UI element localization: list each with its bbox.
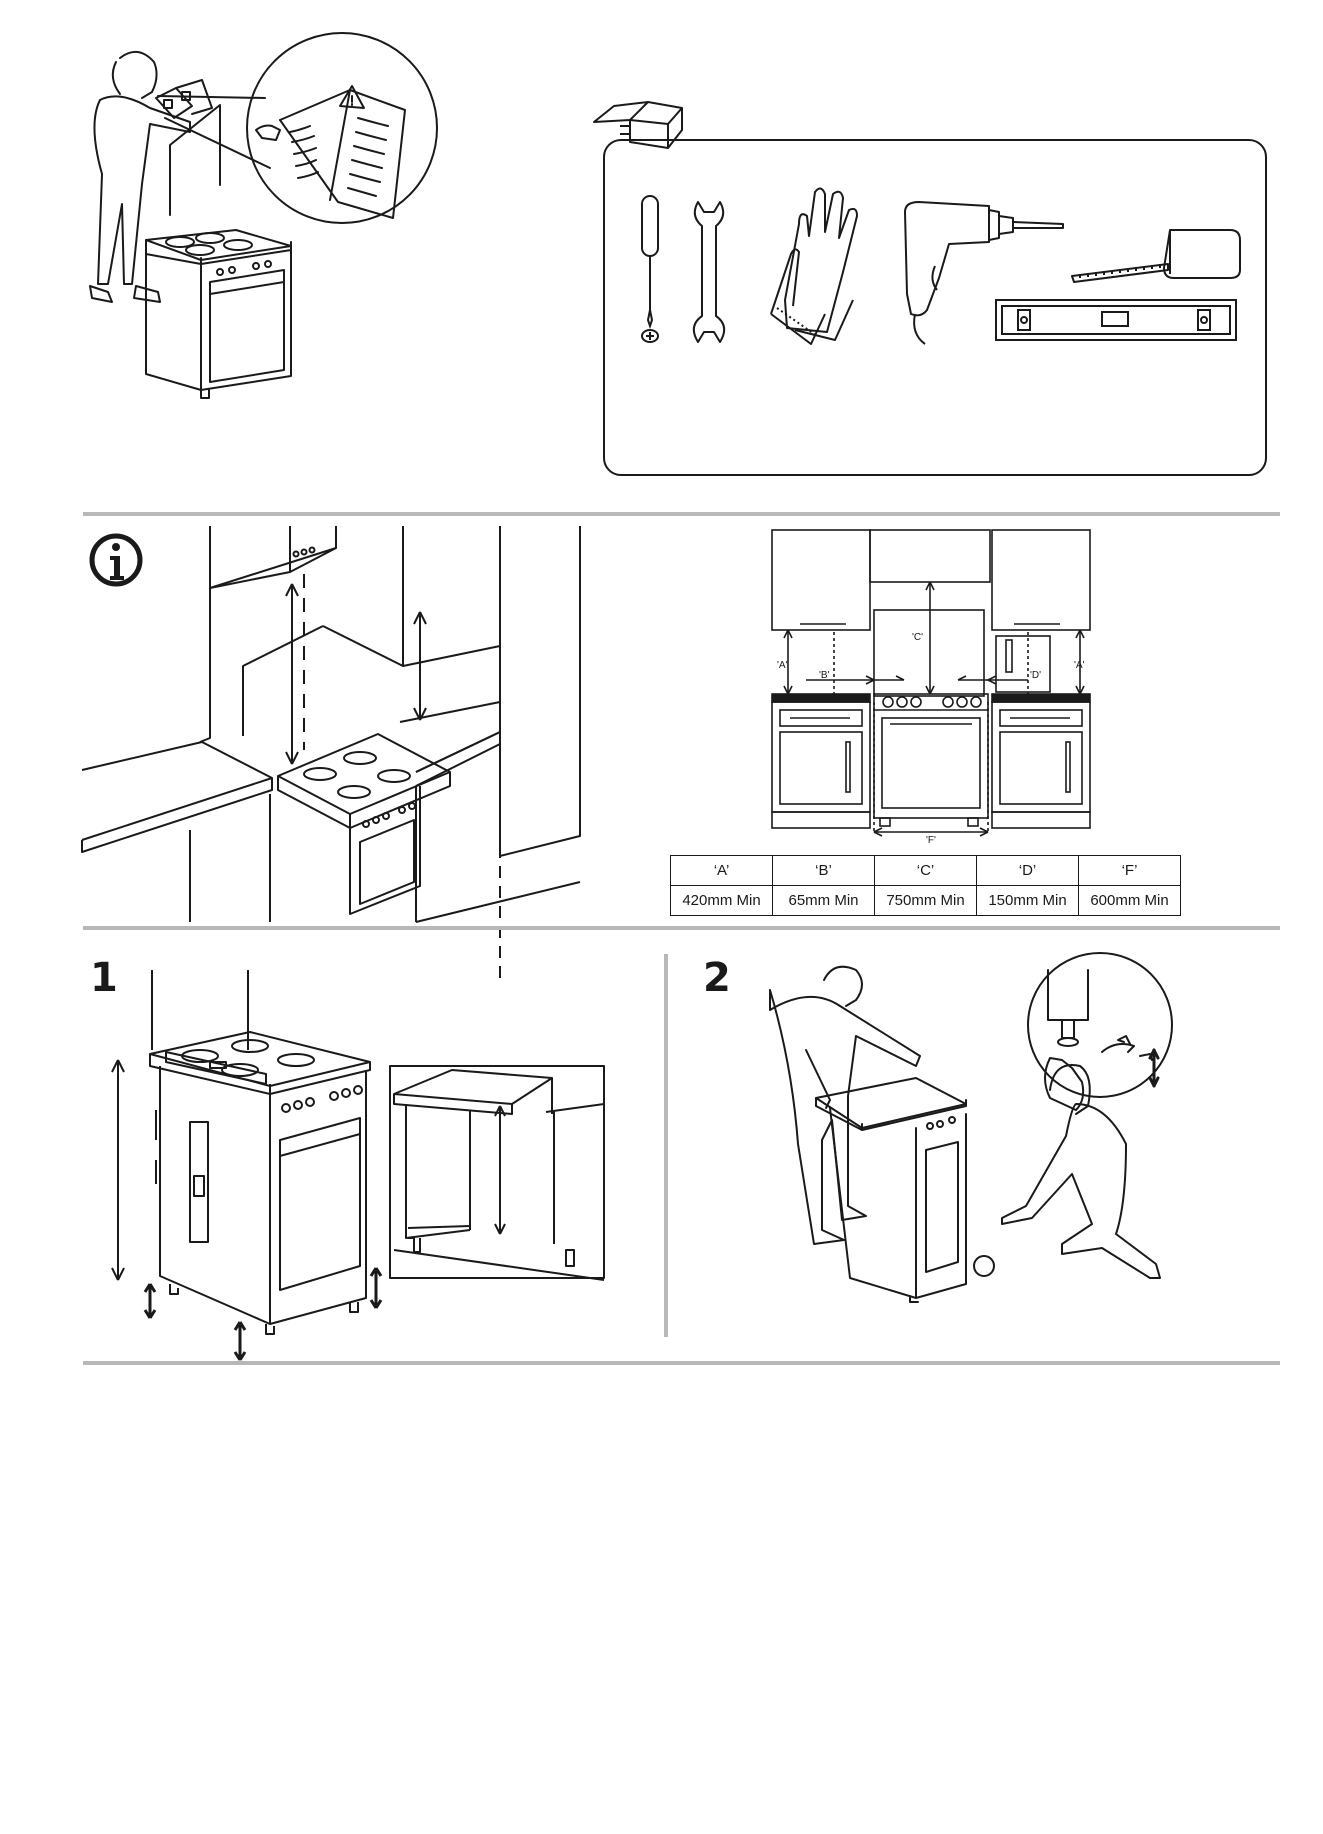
reading-manual-illustration xyxy=(60,40,530,460)
dim-label-d: 'D' xyxy=(1030,670,1041,681)
clearance-table: ‘A’ ‘B’ ‘C’ ‘D’ ‘F’ 420mm Min 65mm Min 7… xyxy=(670,855,1181,916)
table-header-c: ‘C’ xyxy=(875,856,977,886)
table-header-f: ‘F’ xyxy=(1079,856,1181,886)
screwdriver-icon xyxy=(636,194,666,344)
table-value-a: 420mm Min xyxy=(671,886,773,916)
table-value-d: 150mm Min xyxy=(977,886,1079,916)
section-divider-3 xyxy=(83,1361,1280,1365)
table-header-d: ‘D’ xyxy=(977,856,1079,886)
table-row: ‘A’ ‘B’ ‘C’ ‘D’ ‘F’ xyxy=(671,856,1181,886)
dim-label-a-left: 'A' xyxy=(777,660,788,671)
step2-moving-illustration xyxy=(720,930,1210,1350)
dim-label-b: 'B' xyxy=(819,670,830,681)
dim-label-a-right: 'A' xyxy=(1074,660,1085,671)
dim-label-f: 'F' xyxy=(926,835,936,846)
table-value-f: 600mm Min xyxy=(1079,886,1181,916)
table-header-b: ‘B’ xyxy=(773,856,875,886)
table-row: 420mm Min 65mm Min 750mm Min 150mm Min 6… xyxy=(671,886,1181,916)
spirit-level-icon xyxy=(994,298,1239,344)
table-value-b: 65mm Min xyxy=(773,886,875,916)
gloves-icon xyxy=(765,190,885,350)
step1-levelling-illustration xyxy=(110,960,620,1350)
toolbox-icon xyxy=(590,96,700,156)
step-divider xyxy=(664,954,668,1337)
clearance-elevation-diagram xyxy=(770,528,1100,848)
dim-label-c: 'C' xyxy=(912,632,923,643)
table-header-a: ‘A’ xyxy=(671,856,773,886)
section-divider-1 xyxy=(83,512,1280,516)
kitchen-clearance-perspective xyxy=(80,522,590,922)
wrench-icon xyxy=(690,198,730,348)
tape-measure-icon xyxy=(1070,226,1245,286)
table-value-c: 750mm Min xyxy=(875,886,977,916)
